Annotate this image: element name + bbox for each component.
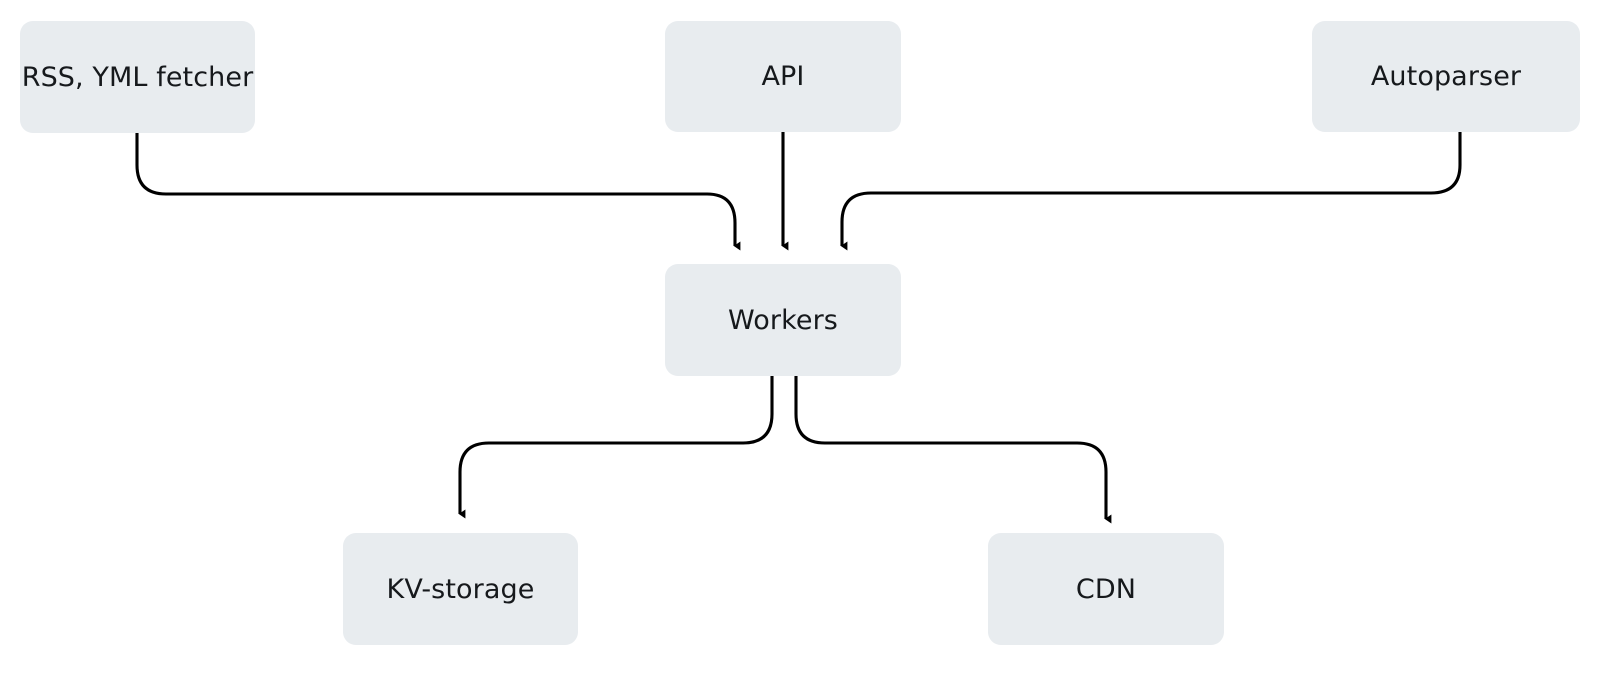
- edge-fetcher-workers: [135, 133, 741, 251]
- node-label: KV-storage: [386, 573, 535, 605]
- node-rss-yml-fetcher[interactable]: RSS, YML fetcher: [20, 21, 255, 133]
- node-label: CDN: [1075, 573, 1137, 605]
- node-label: RSS, YML fetcher: [21, 61, 254, 93]
- node-workers[interactable]: Workers: [665, 264, 901, 376]
- node-autoparser[interactable]: Autoparser: [1312, 21, 1580, 132]
- node-label: Workers: [728, 304, 838, 336]
- edge-workers-cdn: [794, 376, 1112, 524]
- edge-autoparser-workers: [840, 132, 1462, 251]
- node-cdn[interactable]: CDN: [988, 533, 1224, 645]
- edge-workers-kv: [458, 376, 774, 519]
- node-kv-storage[interactable]: KV-storage: [343, 533, 578, 645]
- node-label: API: [761, 61, 805, 92]
- node-api[interactable]: API: [665, 21, 901, 132]
- node-label: Autoparser: [1370, 61, 1522, 92]
